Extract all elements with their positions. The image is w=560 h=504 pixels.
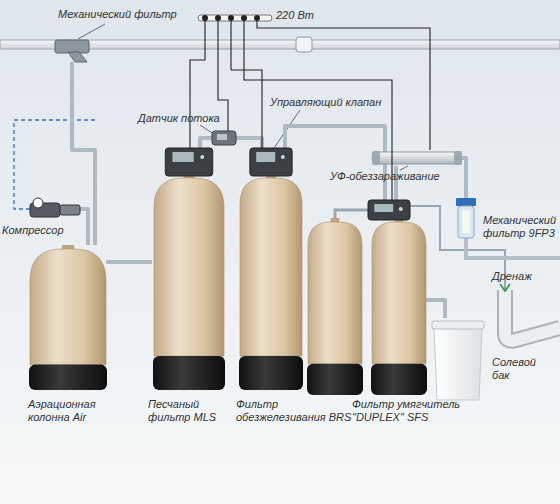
drain-pipe-inner bbox=[505, 290, 560, 341]
pressure-gauge bbox=[33, 198, 43, 208]
equipment-label: Аэрационная колонна Air bbox=[28, 398, 116, 424]
equipment-node: Компрессор bbox=[30, 198, 80, 220]
annotation-label: 220 Вт bbox=[276, 9, 336, 22]
equipment-node: Песчаный фильтр MLS bbox=[152, 148, 226, 390]
terminal bbox=[254, 15, 260, 21]
equipment-shape bbox=[238, 148, 304, 390]
equipment-label: Механический фильтр bbox=[58, 8, 188, 21]
water-pipe bbox=[285, 126, 385, 200]
tank-body bbox=[30, 249, 106, 365]
lamp-cap bbox=[372, 151, 380, 165]
control-valve bbox=[165, 148, 212, 176]
equipment-shape bbox=[308, 200, 426, 395]
salt-tank-body bbox=[434, 328, 482, 400]
flow-sensor bbox=[212, 131, 236, 145]
connecting-pipe bbox=[335, 210, 370, 222]
water-pipe bbox=[426, 300, 445, 318]
valve-button bbox=[200, 155, 204, 159]
equipment-label: Механический фильтр 9FP3 bbox=[483, 214, 559, 240]
tank-base bbox=[29, 365, 107, 390]
tank-base bbox=[307, 364, 363, 395]
terminal bbox=[215, 15, 221, 21]
outlet-pipe bbox=[466, 238, 560, 258]
equipment-label: Солевой бак bbox=[492, 356, 552, 382]
sensor-screen bbox=[217, 134, 227, 140]
annotation-label: Дренаж bbox=[492, 270, 552, 283]
filter-cap bbox=[456, 198, 476, 206]
pipe-fitting bbox=[296, 37, 312, 52]
drain-pipe bbox=[505, 290, 560, 341]
annotation-label: Управляющий клапан bbox=[270, 96, 400, 109]
equipment-node: Солевой бак bbox=[432, 318, 484, 400]
filter-cartridge bbox=[462, 210, 470, 233]
wire bbox=[257, 18, 430, 150]
equipment-label: УФ-обеззараживание bbox=[330, 170, 470, 183]
leader-line bbox=[78, 24, 105, 39]
water-pipe bbox=[106, 260, 152, 264]
equipment-node: УФ-обеззараживание bbox=[372, 150, 462, 166]
tank-base bbox=[239, 356, 303, 390]
equipment-node: Фильтр умягчитель "DUPLEX" SFS bbox=[308, 200, 426, 395]
tank-body bbox=[372, 222, 426, 364]
uv-lamp bbox=[372, 152, 462, 164]
tank-body bbox=[154, 178, 224, 356]
tank-base bbox=[153, 356, 225, 390]
drain-arrow bbox=[500, 284, 510, 291]
lamp-cap bbox=[454, 151, 462, 165]
equipment-label: Фильтр умягчитель "DUPLEX" SFS bbox=[352, 398, 492, 424]
air-line bbox=[14, 120, 95, 209]
valve-screen bbox=[256, 152, 275, 162]
equipment-node: Механический фильтр bbox=[55, 36, 89, 62]
salt-tank-lid bbox=[432, 321, 484, 329]
power-bar bbox=[198, 15, 272, 21]
terminal bbox=[202, 15, 208, 21]
wire bbox=[190, 18, 205, 148]
water-pipe bbox=[462, 158, 466, 198]
water-pipe bbox=[72, 62, 95, 245]
control-valve bbox=[250, 148, 292, 176]
water-pipe bbox=[200, 138, 262, 148]
equipment-shape bbox=[30, 198, 80, 220]
strainer-body bbox=[55, 40, 89, 53]
valve-screen bbox=[374, 204, 393, 212]
equipment-label: Фильтр обезжелезивания BRS bbox=[236, 398, 358, 424]
equipment-node: Фильтр обезжелезивания BRS bbox=[238, 148, 304, 390]
strainer-branch bbox=[68, 52, 87, 62]
equipment-shape bbox=[55, 36, 89, 62]
tank-base bbox=[371, 364, 427, 395]
equipment-shape bbox=[30, 245, 106, 390]
tank-body bbox=[308, 222, 362, 364]
water-pipe bbox=[80, 209, 88, 245]
equipment-label: Компрессор bbox=[2, 224, 82, 237]
wire bbox=[231, 18, 262, 148]
equipment-shape bbox=[432, 318, 484, 400]
equipment-shape bbox=[372, 150, 462, 166]
tank-body bbox=[240, 178, 302, 356]
equipment-shape bbox=[152, 148, 226, 390]
terminal bbox=[241, 15, 247, 21]
annotation-label: Датчик потока bbox=[138, 112, 228, 125]
valve-button bbox=[399, 207, 403, 211]
leader-line bbox=[400, 166, 408, 170]
equipment-shape bbox=[455, 198, 477, 238]
leader-line bbox=[200, 125, 212, 133]
equipment-node: Аэрационная колонна Air bbox=[30, 245, 106, 390]
power-terminals bbox=[202, 15, 260, 21]
equipment-node: Механический фильтр 9FP3 bbox=[455, 198, 477, 238]
equipment-label: Песчаный фильтр MLS bbox=[148, 398, 228, 424]
valve-button bbox=[281, 155, 285, 159]
control-valve bbox=[368, 200, 410, 220]
valve-screen bbox=[172, 152, 193, 162]
compressor-head bbox=[60, 205, 80, 215]
terminal bbox=[228, 15, 234, 21]
filter-housing bbox=[458, 206, 474, 238]
